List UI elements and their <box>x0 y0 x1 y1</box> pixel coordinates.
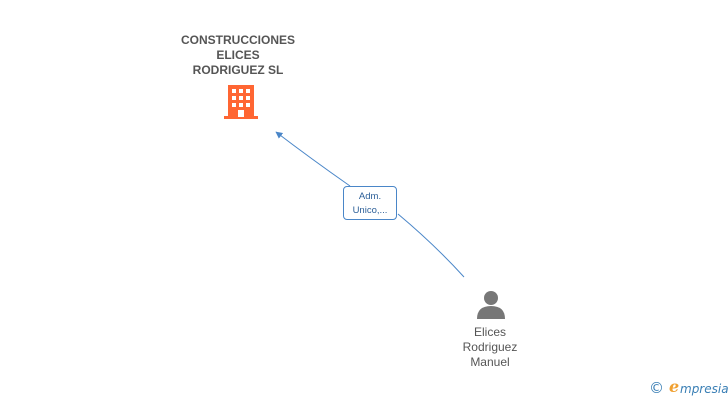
copyright-icon: © <box>649 379 664 397</box>
building-icon[interactable] <box>224 84 258 120</box>
role-line: Unico,... <box>352 205 388 216</box>
role-line: Adm. <box>358 191 382 202</box>
company-name-line: CONSTRUCCIONES <box>180 33 295 47</box>
company-name[interactable]: CONSTRUCCIONES ELICES RODRIGUEZ SL <box>168 33 308 78</box>
person-name-line: Elices <box>473 325 506 339</box>
person-name-line: Rodriguez <box>462 340 518 354</box>
person-name-line: Manuel <box>470 355 510 369</box>
company-name-line: RODRIGUEZ SL <box>192 63 284 77</box>
brand-name: mpresia <box>680 382 728 396</box>
person-icon[interactable] <box>476 289 506 319</box>
relation-edge <box>276 132 465 278</box>
person-name[interactable]: Elices Rodriguez Manuel <box>440 325 540 370</box>
company-name-line: ELICES <box>216 48 260 62</box>
role-label[interactable]: Adm. Unico,... <box>343 186 397 220</box>
brand-initial: e <box>669 377 680 396</box>
